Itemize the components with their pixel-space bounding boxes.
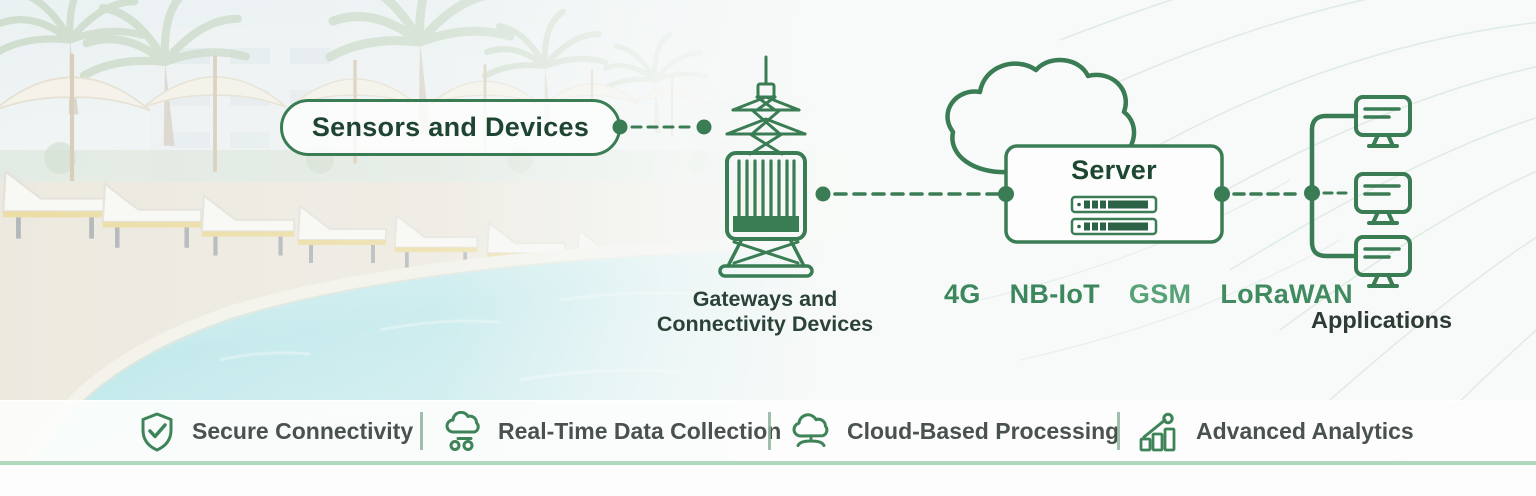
gateways-label-line2: Connectivity Devices <box>656 312 874 336</box>
protocol-4g: 4G <box>944 279 981 309</box>
feature-label: Cloud-Based Processing <box>847 418 1120 444</box>
monitor-icon <box>1354 235 1412 288</box>
server-rack-icon <box>1070 195 1158 236</box>
bottom-strip <box>0 465 1536 496</box>
protocol-nbiot: NB-IoT <box>1009 279 1100 309</box>
protocol-list: 4G NB-IoT GSM LoRaWAN <box>944 279 1353 310</box>
monitor-icon <box>1354 172 1412 225</box>
feature-label: Real-Time Data Collection <box>498 418 782 444</box>
feature-secure-connectivity: Secure Connectivity <box>137 401 413 462</box>
sensors-to-gateway-connector <box>612 119 712 135</box>
feature-bar: Secure Connectivity Real-Time Data Colle… <box>0 400 1536 462</box>
protocol-gsm: GSM <box>1128 279 1192 309</box>
server-label: Server <box>1071 155 1157 185</box>
feature-cloud-processing: Cloud-Based Processing <box>790 401 1119 462</box>
trend-bars-icon <box>1139 412 1176 451</box>
feature-label: Advanced Analytics <box>1196 418 1414 444</box>
gateway-to-server-connector <box>815 186 1001 202</box>
monitor-icon <box>1354 95 1412 148</box>
feature-divider <box>768 412 771 450</box>
feature-label: Secure Connectivity <box>192 418 414 444</box>
sensors-and-devices-label: Sensors and Devices <box>311 112 590 142</box>
feature-divider <box>420 412 423 450</box>
feature-advanced-analytics: Advanced Analytics <box>1137 401 1414 462</box>
cloud-tree-icon <box>792 412 829 447</box>
sensors-and-devices-node: Sensors and Devices <box>280 99 621 156</box>
feature-realtime-data: Real-Time Data Collection <box>443 401 781 462</box>
gateway-tower-icon <box>718 55 814 278</box>
cloud-icon <box>945 57 1137 175</box>
gateways-node-label: Gateways and Connectivity Devices <box>640 287 890 337</box>
protocol-lorawan: LoRaWAN <box>1220 279 1353 309</box>
feature-divider <box>1117 412 1120 450</box>
gateways-label-line1: Gateways and <box>692 287 838 311</box>
shield-check-icon <box>141 412 173 451</box>
apps-branch-connector <box>1304 113 1359 259</box>
accent-line <box>0 461 1536 465</box>
cloud-nodes-icon <box>445 410 480 451</box>
server-box <box>998 144 1230 244</box>
applications-label: Applications <box>1311 307 1453 333</box>
